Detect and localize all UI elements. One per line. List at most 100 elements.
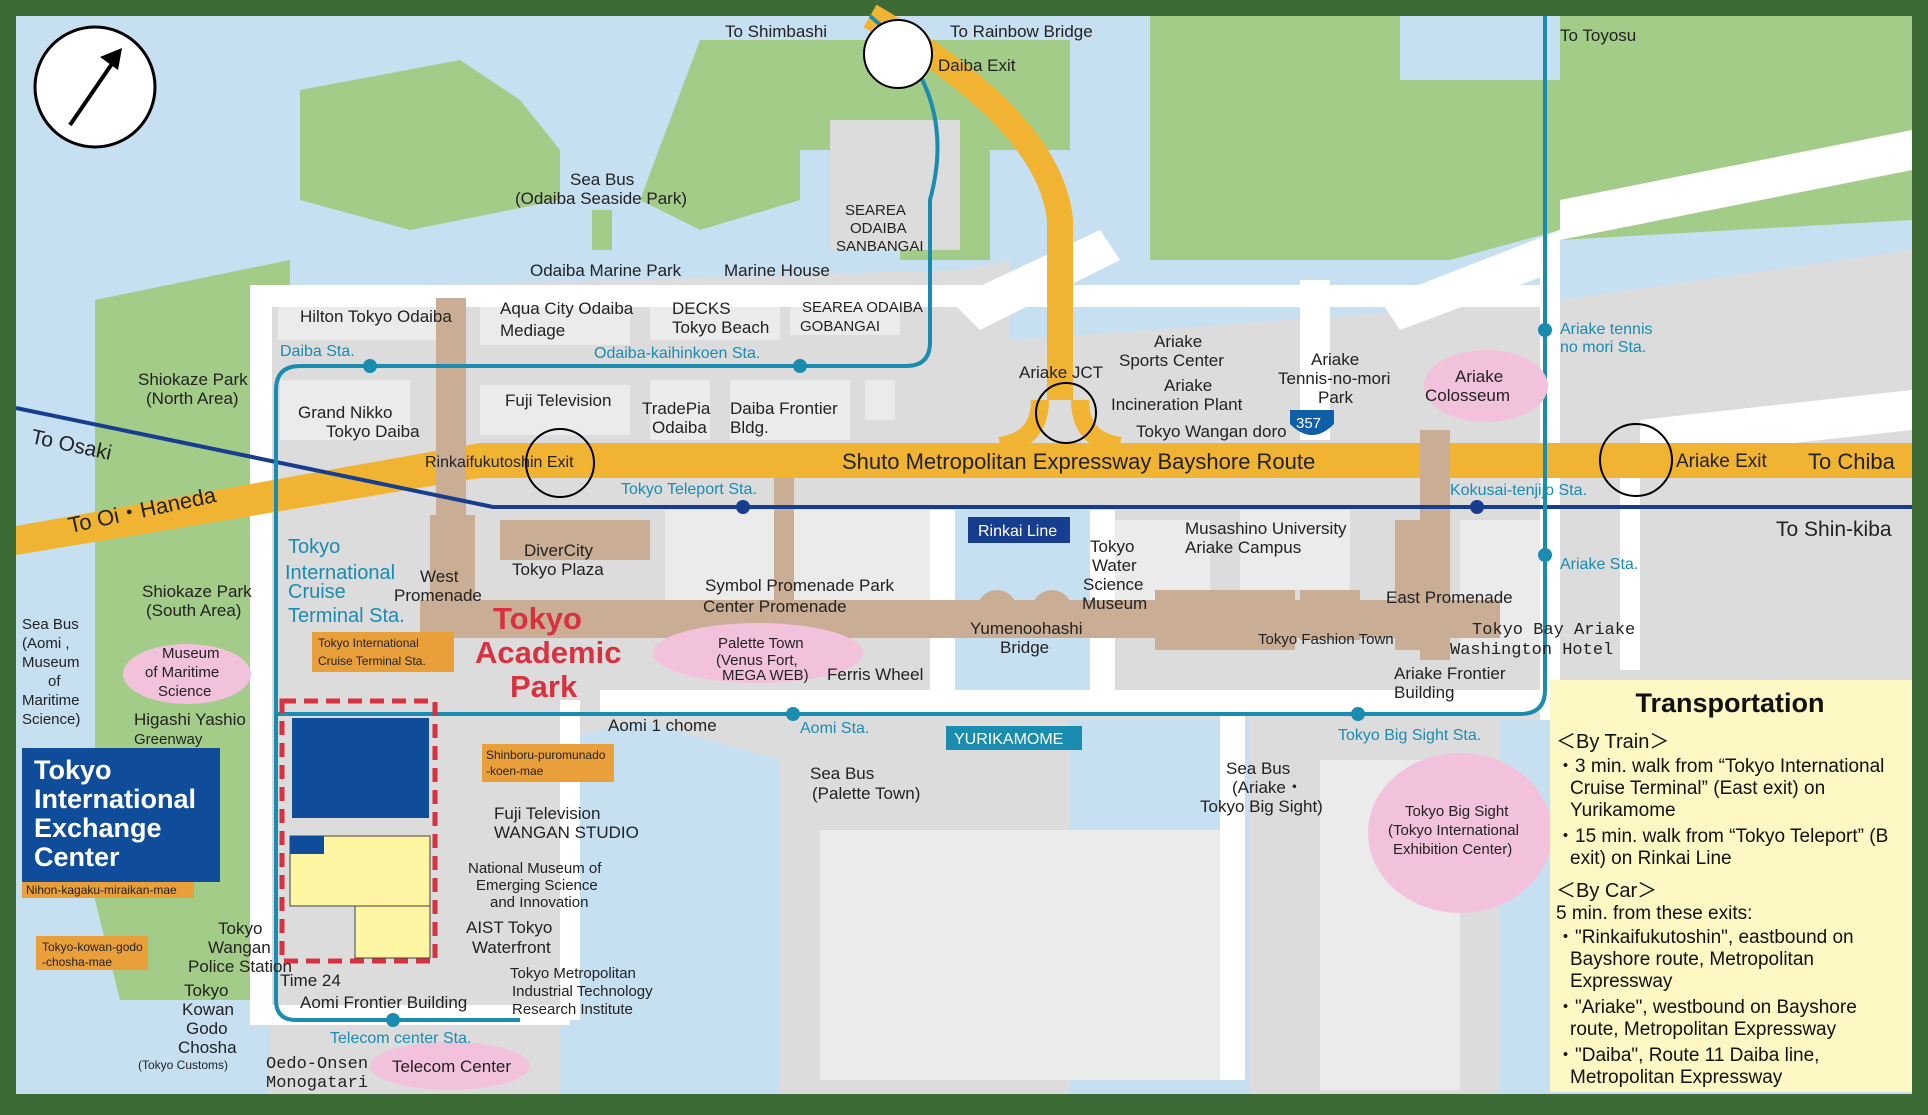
sea-bus-odaiba-label-1: Sea Bus	[570, 170, 634, 189]
cruise-station-label-2: International	[285, 562, 395, 584]
ariake-sports-label-1: Ariake	[1154, 332, 1202, 351]
searea-gobangai-label-1: SEAREA ODAIBA	[802, 299, 923, 316]
ariake-sports-label-2: Sports Center	[1119, 351, 1224, 370]
kowan-godo-label-5: (Tokyo Customs)	[138, 1058, 228, 1072]
shinboru-bus-stop-label-2: -koen-mae	[486, 764, 544, 778]
tokyo-water-label-2: Water	[1092, 556, 1137, 575]
kowan-godo-bus-stop-label-1: Tokyo-kowan-godo	[42, 940, 143, 954]
ariake-tennis-station-label-1: Ariake tennis	[1560, 321, 1653, 338]
rinkai-line	[15, 406, 1912, 514]
odaiba-marine-park-label: Odaiba Marine Park	[530, 261, 682, 280]
ariake-tennis-park-label-3: Park	[1318, 388, 1353, 407]
kowan-godo-label-4: Chosha	[178, 1038, 237, 1057]
divercity-label-2: Tokyo Plaza	[512, 560, 604, 579]
academic-park-label-2: Academic	[475, 635, 621, 670]
sea-bus-aomi-label-3: Museum	[22, 654, 80, 671]
sea-bus-palette-label-2: (Palette Town)	[812, 784, 920, 803]
metro-ind-label-2: Industrial Technology	[512, 983, 653, 1000]
ariake-tennis-park-label-1: Ariake	[1311, 350, 1359, 369]
grand-nikko-label-1: Grand Nikko	[298, 403, 392, 422]
palette-town-label-3: MEGA WEB)	[722, 667, 809, 684]
by-car-heading: ＜By Car＞	[1556, 880, 1658, 902]
washington-label-1: Tokyo Bay Ariake	[1472, 621, 1635, 640]
route-shield-icon	[1290, 410, 1334, 435]
transportation-panel: Transportation ＜By Train＞ ・3 min. walk f…	[1550, 680, 1912, 1092]
miraikan-label-2: Emerging Science	[476, 877, 598, 894]
museum-maritime-label-2: of Maritime	[145, 664, 219, 681]
ferris-wheel-label: Ferris Wheel	[827, 665, 923, 684]
police-label-3: Police Station	[188, 957, 292, 976]
symbol-prom-label-2: Center Promenade	[703, 597, 847, 616]
sea-bus-aomi-label-1: Sea Bus	[22, 616, 79, 633]
shinboru-bus-stop-label-1: Shinboru-puromunado	[486, 748, 606, 762]
hilton-label: Hilton Tokyo Odaiba	[300, 307, 452, 326]
tokyo-wangan-doro-label: Tokyo Wangan doro	[1136, 422, 1287, 441]
big-sight-label-2: (Tokyo International	[1388, 822, 1519, 839]
sea-bus-odaiba-label-2: (Odaiba Seaside Park)	[515, 189, 687, 208]
kowan-godo-label-2: Kowan	[182, 1000, 234, 1019]
aist-label-1: AIST Tokyo	[466, 918, 552, 937]
sea-bus-palette-label-1: Sea Bus	[810, 764, 874, 783]
yumenoohashi-label-1: Yumenoohashi	[970, 619, 1082, 638]
ariake-tennis-station-label-2: no mori Sta.	[1560, 339, 1646, 356]
grand-nikko-label-2: Tokyo Daiba	[326, 422, 420, 441]
daiba-frontier-label-2: Bldg.	[730, 418, 769, 437]
kowan-godo-label-3: Godo	[186, 1019, 228, 1038]
miraikan-label-1: National Museum of	[468, 860, 602, 877]
daiba-exit-label: Daiba Exit	[938, 56, 1016, 75]
higashi-yashio-label-2: Greenway	[134, 731, 203, 748]
ariake-frontier-label-2: Building	[1394, 683, 1455, 702]
odaiba-kaihinkoen-station-label: Odaiba-kaihinkoen Sta.	[594, 345, 760, 362]
ariake-exit-label: Ariake Exit	[1676, 451, 1768, 472]
ariake-frontier-label-1: Ariake Frontier	[1394, 664, 1506, 683]
musashino-label-1: Musashino University	[1185, 519, 1347, 538]
rinkai-line-label: Rinkai Line	[978, 523, 1057, 540]
academic-park-label-3: Park	[510, 669, 578, 704]
bus-stop-boxes	[22, 632, 614, 970]
compass-icon	[33, 25, 157, 149]
time24-label: Time 24	[280, 971, 341, 990]
sea-bus-aomi-label-6: Science)	[22, 711, 80, 728]
cruise-station-label-1: Tokyo	[288, 536, 340, 558]
sea-bus-aomi-label-5: Maritime	[22, 692, 80, 709]
police-label-2: Wangan	[208, 938, 271, 957]
roads	[250, 130, 1912, 1080]
tiec-label-line-4: Center	[34, 842, 120, 872]
ariake-colosseum-label-2: Colosseum	[1425, 386, 1510, 405]
expressway-label: Shuto Metropolitan Expressway Bayshore R…	[842, 449, 1315, 474]
divercity-label-1: DiverCity	[524, 541, 593, 560]
yumenoohashi-label-2: Bridge	[1000, 638, 1049, 657]
aomi-station-label: Aomi Sta.	[800, 720, 869, 737]
museum-maritime-label-3: Science	[158, 683, 211, 700]
car-intro: 5 min. from these exits:	[1556, 903, 1753, 924]
searea-gobangai-label-2: GOBANGAI	[800, 318, 880, 335]
train-item-1: ・3 min. walk from “Tokyo International C…	[1556, 756, 1885, 821]
cruise-station-label-4: Terminal Sta.	[288, 605, 405, 627]
aomi-1chome-label: Aomi 1 chome	[608, 716, 717, 735]
decks-label-1: DECKS	[672, 299, 731, 318]
tokyo-teleport-station-label: Tokyo Teleport Sta.	[621, 481, 757, 498]
aomi-frontier-label: Aomi Frontier Building	[300, 993, 467, 1012]
tradepia-label-1: TradePia	[642, 399, 711, 418]
aist-label-2: Waterfront	[472, 938, 551, 957]
oedo-onsen-label-1: Oedo-Onsen	[266, 1055, 368, 1074]
ariake-incin-label-2: Incineration Plant	[1111, 395, 1243, 414]
to-toyosu-label: To Toyosu	[1560, 26, 1636, 45]
ariake-station-label: Ariake Sta.	[1560, 556, 1638, 573]
transportation-title: Transportation	[1635, 688, 1825, 718]
cruise-station-label-3: Cruise	[288, 581, 346, 603]
sea-bus-ariake-label-3: Tokyo Big Sight)	[1200, 797, 1323, 816]
pink-landmarks	[123, 350, 1552, 1090]
train-item-2: ・15 min. walk from “Tokyo Teleport” (B e…	[1556, 826, 1889, 869]
to-chiba-label: To Chiba	[1808, 449, 1896, 474]
searea-sanbangai-label-2: ODAIBA	[850, 220, 907, 237]
rinkai-exit-label: Rinkaifukutoshin Exit	[425, 454, 574, 471]
to-shinkiba-label: To Shin-kiba	[1776, 518, 1892, 541]
museum-maritime-label-1: Museum	[162, 645, 220, 662]
yurikamome-stations	[363, 323, 1552, 1027]
marine-house-label: Marine House	[724, 261, 830, 280]
kowan-godo-label-1: Tokyo	[184, 981, 228, 1000]
metro-ind-label-3: Research Institute	[512, 1001, 633, 1018]
